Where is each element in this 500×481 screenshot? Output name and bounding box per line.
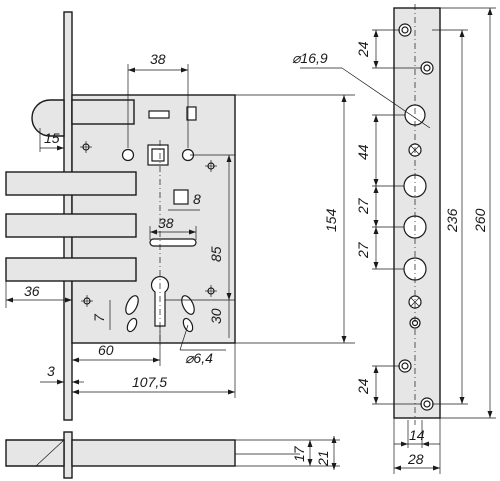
dim-36: 36 (24, 283, 40, 299)
dim-24-bottom: 24 (355, 378, 371, 395)
dim-17: 17 (291, 445, 307, 462)
latch-bolt-tail (71, 99, 135, 125)
oval-hole-left (125, 295, 139, 315)
deadbolt-1 (5, 171, 137, 196)
dim-21: 21 (315, 450, 331, 467)
body-bottom (71, 439, 236, 467)
dim-38-top: 38 (150, 51, 166, 67)
small-square (173, 189, 189, 205)
faceplate-bottom (63, 431, 73, 479)
latch-bolt (31, 99, 65, 137)
top-slot-small (186, 106, 197, 121)
dim-60: 60 (98, 342, 114, 358)
dim-30: 30 (208, 308, 224, 324)
square-follower-inner (151, 148, 165, 162)
dim-236: 236 (444, 208, 460, 233)
dim-27-a: 27 (355, 197, 371, 215)
dim-6-4: ⌀6,4 (185, 350, 213, 366)
screw-right-upper (205, 160, 217, 172)
bolt-bottom (5, 439, 65, 467)
bottom-view: 17 21 (5, 431, 340, 479)
rosette-hole-left (121, 148, 135, 162)
dim-28: 28 (407, 451, 424, 467)
dim-27-b: 27 (355, 241, 371, 259)
oval-hole-left-2 (126, 317, 138, 333)
dim-16-9: ⌀16,9 (292, 50, 328, 66)
side-dimensions: ⌀16,9 24 44 27 27 24 236 (292, 7, 496, 474)
dim-24-top: 24 (355, 41, 371, 58)
dim-15: 15 (44, 130, 60, 146)
dim-107-5: 107,5 (132, 374, 167, 390)
side-view (393, 4, 441, 425)
front-view (5, 11, 236, 421)
dim-85: 85 (208, 246, 224, 262)
dim-260: 260 (472, 208, 488, 233)
deadbolt-2 (5, 213, 137, 238)
screw-lower-right (205, 285, 217, 297)
dim-7: 7 (91, 313, 107, 322)
dim-3: 3 (47, 363, 55, 379)
dim-44: 44 (355, 144, 371, 160)
screw-upper (80, 141, 92, 153)
top-slot (148, 110, 170, 119)
horizontal-slot (149, 238, 197, 247)
deadbolt-3 (5, 257, 137, 282)
dim-38-mid: 38 (158, 215, 174, 231)
front-dimensions: 38 15 8 38 85 30 154 36 (5, 51, 355, 398)
dim-8: 8 (193, 191, 201, 207)
screw-lower-left (81, 295, 93, 307)
dim-154: 154 (323, 208, 339, 232)
faceplate-side (393, 7, 441, 419)
dim-14: 14 (409, 427, 425, 443)
